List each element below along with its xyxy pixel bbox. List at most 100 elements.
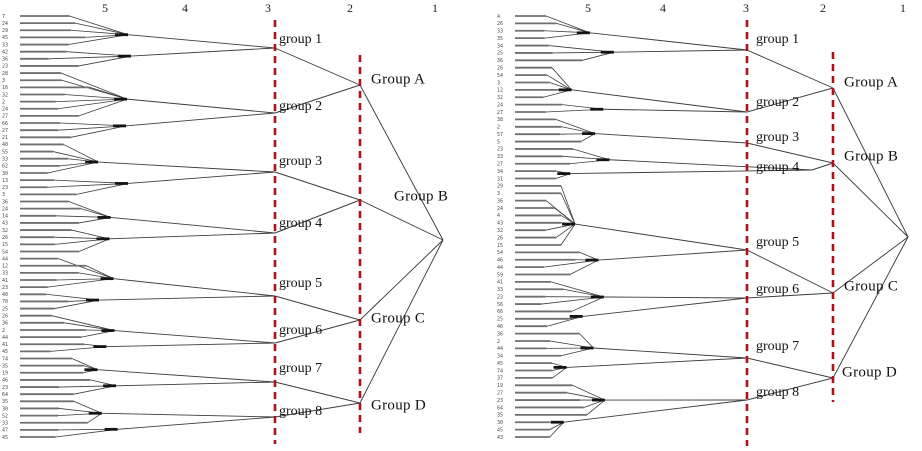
root-edge: [832, 236, 909, 294]
fan-edge: [58, 258, 114, 280]
leaf-label: 45: [2, 349, 8, 355]
fan-edge: [572, 148, 610, 161]
leaf-label: 35: [2, 363, 8, 369]
leaf-label: 32: [2, 92, 8, 98]
fan-edge: [58, 98, 128, 110]
group-edge: [574, 223, 748, 251]
fan-edge: [70, 125, 127, 138]
leaf-label: 47: [2, 428, 8, 434]
left-cluster-a-label: Group A: [371, 71, 426, 88]
leaf-label: 42: [2, 49, 8, 55]
leaf-label: 23: [2, 185, 8, 191]
leaf-label: 3: [497, 191, 500, 197]
leaf-label: 36: [497, 58, 503, 64]
leaf-label: 23: [497, 147, 503, 153]
cluster-edge: [274, 319, 361, 344]
fan-edge: [89, 86, 128, 100]
fan-edge: [54, 299, 100, 309]
group-edge: [109, 232, 276, 240]
group-edge: [609, 159, 813, 171]
group-edge: [99, 295, 276, 301]
leaf-label: 54: [497, 73, 503, 79]
leaf-label: 33: [497, 287, 503, 293]
left-group-7-label: group 7: [279, 361, 323, 376]
left-scale-tick-4: 4: [182, 1, 188, 15]
leaf-label: 38: [497, 117, 503, 123]
leaf-label: 44: [497, 346, 503, 352]
leaf-label: 35: [2, 399, 8, 405]
right-scale-tick-4: 4: [660, 1, 666, 15]
group-edge: [127, 98, 276, 114]
leaf-label: 19: [2, 371, 8, 377]
fan-edge: [546, 74, 572, 91]
group-edge: [593, 347, 748, 359]
root-edge: [359, 199, 444, 241]
root-edge: [832, 87, 909, 238]
cluster-edge: [746, 357, 834, 379]
leaf-label: 41: [497, 280, 503, 286]
leaf-label: 25: [497, 51, 503, 57]
leaf-label: 30: [2, 406, 8, 412]
leaf-label: 2: [2, 328, 5, 334]
leaf-label: 32: [497, 95, 503, 101]
right-group-8-label: group 8: [756, 385, 800, 400]
fan-edge: [549, 421, 565, 438]
leaf-label: 40: [2, 142, 8, 148]
fan-edge: [51, 315, 115, 331]
group-edge: [613, 49, 748, 53]
fan-edge: [87, 412, 102, 424]
leaf-label: 3: [2, 192, 5, 198]
root-edge: [832, 236, 909, 379]
right-group-2-label: group 2: [756, 95, 800, 110]
cluster-edge: [274, 381, 361, 404]
leaf-label: 29: [497, 184, 503, 190]
leaf-label: 23: [2, 385, 8, 391]
leaf-label: 26: [2, 235, 8, 241]
leaf-label: 33: [2, 42, 8, 48]
fan-edge: [80, 208, 111, 218]
right-cluster-b-label: Group B: [844, 148, 899, 165]
leaf-label: 3: [2, 78, 5, 84]
leaf-label: 34: [497, 169, 503, 175]
fan-edge: [550, 281, 604, 298]
leaf-label: 31: [497, 176, 503, 182]
left-group-5-label: group 5: [279, 276, 323, 291]
fan-edge: [552, 367, 567, 379]
leaf-label: 35: [497, 413, 503, 419]
right-scale-tick-2: 2: [820, 1, 826, 15]
leaf-label: 40: [2, 292, 8, 298]
leaf-label: 27: [2, 128, 8, 134]
right-cluster-c-label: Group C: [844, 278, 899, 295]
leaf-label: 5: [497, 139, 500, 145]
leaf-label: 25: [2, 306, 8, 312]
leaf-label: 32: [2, 228, 8, 234]
fan-edge: [551, 67, 572, 91]
group-edge: [106, 342, 276, 348]
fan-edge: [75, 22, 129, 36]
left-group-3-label: group 3: [279, 154, 323, 169]
leaf-label: 45: [497, 361, 503, 367]
group-edge: [563, 399, 748, 423]
leaf-label: 26: [2, 313, 8, 319]
leaf-label: 29: [2, 28, 8, 34]
leaf-label: 45: [497, 427, 503, 433]
fan-edge: [52, 151, 99, 163]
fan-edge: [61, 72, 128, 100]
root-edge: [359, 239, 444, 321]
leaf-label: 24: [2, 206, 8, 212]
leaf-label: 64: [2, 392, 8, 398]
cluster-edge: [746, 377, 834, 401]
fan-edge: [68, 201, 111, 218]
left-group-2-label: group 2: [279, 99, 323, 114]
group-edge: [110, 216, 276, 234]
fan-edge: [555, 223, 576, 238]
leaf-label: 27: [2, 114, 8, 120]
fan-edge: [68, 34, 129, 45]
leaf-label: 26: [497, 21, 503, 27]
group-edge: [595, 133, 748, 144]
fan-edge: [560, 185, 576, 225]
cluster-edge: [274, 171, 361, 201]
leaf-label: 43: [2, 221, 8, 227]
leaf-label: 56: [497, 302, 503, 308]
